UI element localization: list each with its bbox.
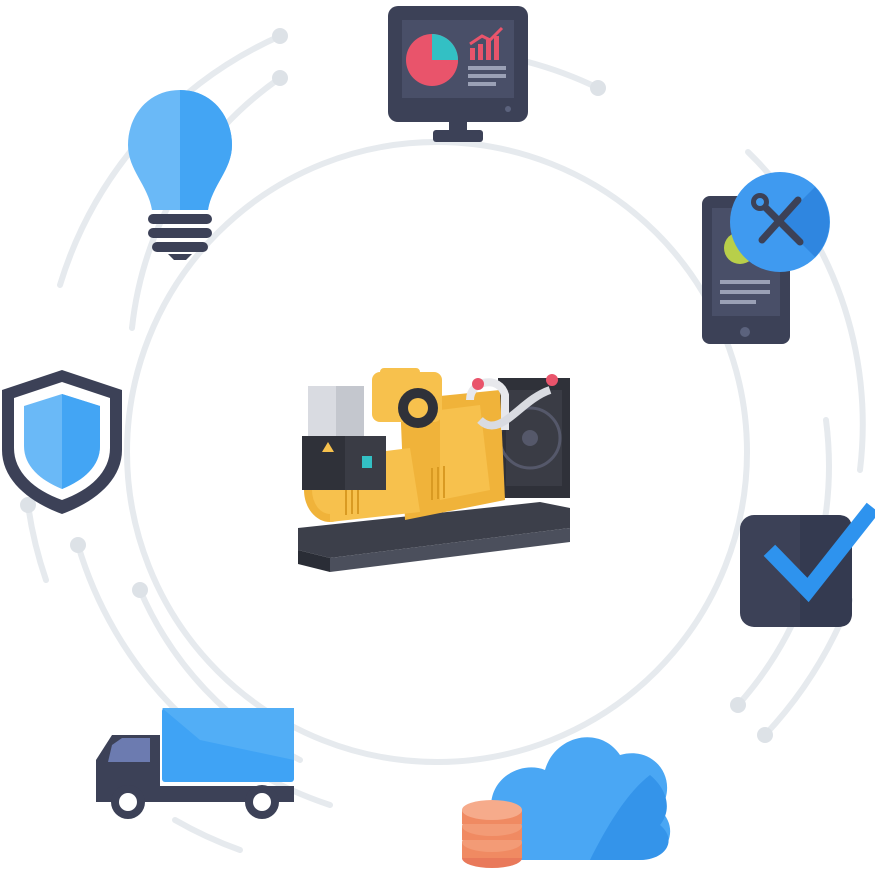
diesel-generator (298, 368, 570, 572)
delivery-truck-icon (96, 708, 294, 819)
analytics-monitor-icon (388, 6, 528, 142)
cloud-database-icon (462, 737, 671, 868)
lightbulb-icon (128, 90, 232, 260)
checkbox-check-icon (740, 502, 875, 627)
tablet-tools-icon (702, 172, 830, 344)
orbit-dots (20, 28, 773, 743)
shield-icon (2, 370, 122, 514)
